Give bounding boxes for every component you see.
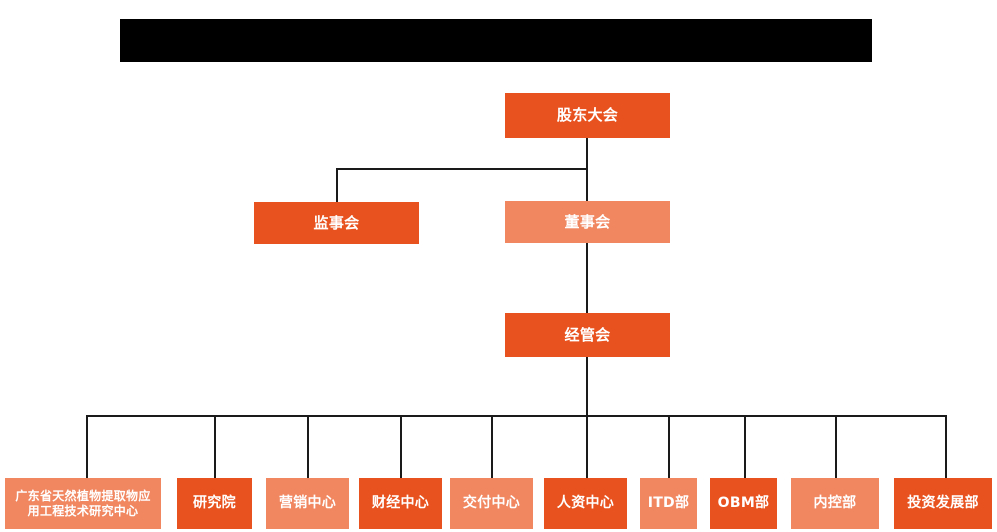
connector-drop-dept-7	[668, 415, 670, 478]
connector-drop-dept-5	[491, 415, 493, 478]
connector-drop-dept-2	[214, 415, 216, 478]
connector-drop-dept-6	[586, 415, 588, 478]
node-dept-itd[interactable]: ITD部	[640, 478, 697, 529]
node-dept-delivery-center[interactable]: 交付中心	[450, 478, 533, 529]
connector-drop-dept-10	[945, 415, 947, 478]
connector-drop-dept-3	[307, 415, 309, 478]
node-board-of-supervisors[interactable]: 监事会	[254, 202, 419, 244]
node-dept-obm[interactable]: OBM部	[710, 478, 777, 529]
node-shareholders-meeting[interactable]: 股东大会	[505, 93, 670, 138]
node-dept-finance-center[interactable]: 财经中心	[359, 478, 442, 529]
connector-bus-level2	[336, 168, 588, 170]
connector-management-down	[586, 357, 588, 416]
node-dept-marketing-center[interactable]: 营销中心	[266, 478, 349, 529]
node-board-of-directors[interactable]: 董事会	[505, 201, 670, 243]
connector-drop-dept-1	[86, 415, 88, 478]
node-dept-human-resources-center[interactable]: 人资中心	[544, 478, 627, 529]
node-management-committee[interactable]: 经管会	[505, 313, 670, 357]
connector-drop-dept-9	[835, 415, 837, 478]
dept-label-line-2: 用工程技术研究中心	[27, 503, 139, 518]
node-dept-internal-control[interactable]: 内控部	[791, 478, 879, 529]
redacted-title-bar	[120, 19, 872, 62]
dept-label-line-1: 广东省天然植物提取物应	[15, 488, 151, 503]
node-dept-research-institute[interactable]: 研究院	[177, 478, 252, 529]
connector-directors-to-management	[586, 243, 588, 313]
connector-drop-dept-4	[400, 415, 402, 478]
connector-supervisors-drop	[336, 168, 338, 202]
connector-bus-departments	[86, 415, 946, 417]
node-dept-guangdong-research-center[interactable]: 广东省天然植物提取物应 用工程技术研究中心	[5, 478, 161, 529]
connector-drop-dept-8	[744, 415, 746, 478]
node-dept-investment-development[interactable]: 投资发展部	[894, 478, 992, 529]
